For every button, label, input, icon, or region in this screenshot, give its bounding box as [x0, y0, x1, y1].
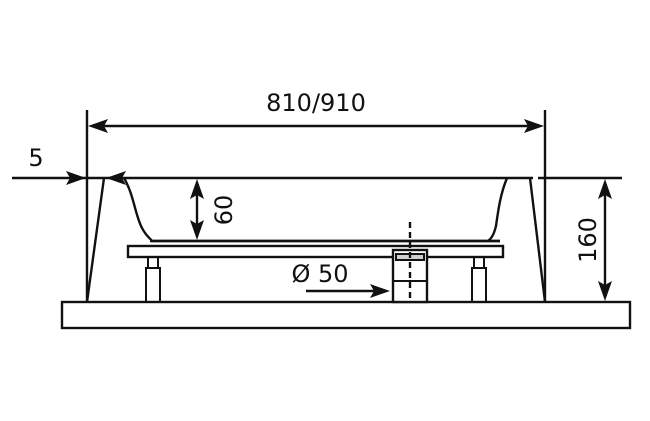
drain-siphon — [391, 222, 429, 304]
dim-overall-height: 160 — [574, 179, 612, 301]
right-apron-outer — [528, 177, 547, 303]
support-board — [126, 244, 505, 259]
tub-wall-left — [122, 177, 500, 243]
left-leg-upper — [147, 256, 159, 269]
left-leg-lower — [145, 267, 161, 303]
overall-height-label: 160 — [574, 217, 602, 263]
dim-drain-diameter: Ø 50 — [291, 260, 390, 298]
dim-inner-depth: 60 — [190, 179, 238, 240]
base-slab — [60, 300, 632, 330]
rim-offset-label: 5 — [28, 144, 43, 172]
dim-overall-width: 810/910 — [88, 89, 544, 133]
left-apron-outer — [85, 177, 106, 303]
overall-width-label: 810/910 — [266, 89, 366, 117]
right-leg-lower — [471, 267, 487, 303]
tub-wall-right — [487, 177, 509, 242]
dim-rim-offset: 5 — [28, 144, 126, 185]
right-leg-upper — [473, 256, 485, 269]
inner-depth-label: 60 — [210, 195, 238, 226]
drain-diameter-label: Ø 50 — [291, 260, 348, 288]
